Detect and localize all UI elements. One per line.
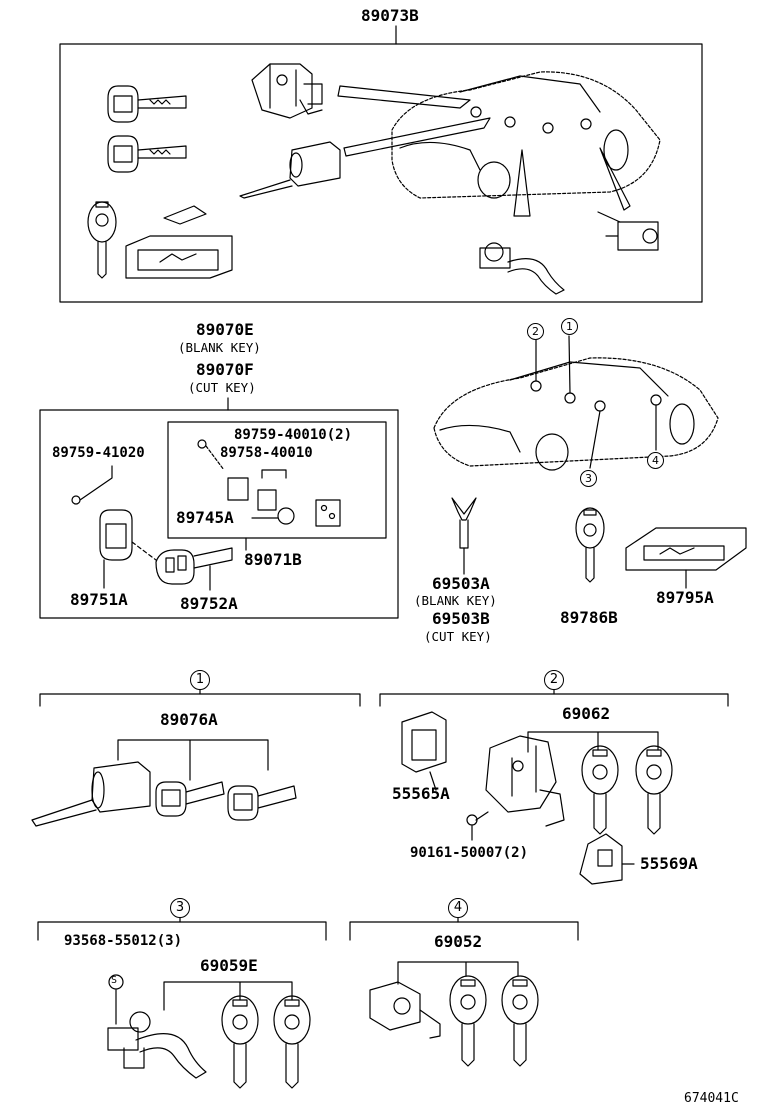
label-55569a: 55569A (640, 854, 698, 873)
section-2-marker: 2 (544, 670, 564, 690)
remote-key-69059e-2 (273, 995, 311, 1089)
leader-69059e (163, 981, 293, 1011)
remote-key-69052-1 (449, 975, 487, 1067)
label-69503b-note: (CUT KEY) (424, 629, 492, 644)
leader-69062 (527, 731, 659, 753)
callout-2-car: 2 (527, 323, 544, 340)
remote-key-69052-2 (501, 975, 539, 1067)
remote-key-69062-1 (581, 745, 619, 835)
ignition-cylinder-89076a (31, 761, 151, 827)
door-cylinder-top (479, 242, 565, 295)
label-89070e: 89070E (196, 320, 254, 339)
label-89758-40010: 89758-40010 (220, 445, 313, 461)
remote-key-top (87, 201, 117, 279)
master-key-89076a-1 (155, 781, 225, 817)
label-89759-40010: 89759-40010(2) (234, 427, 353, 443)
section-3-marker: 3 (170, 898, 190, 918)
diagram-code: 674041C (684, 1091, 739, 1106)
label-93568: 93568-55012(3) (64, 933, 183, 949)
screw-s-glyph: S (111, 975, 118, 986)
screw-89759-41020 (71, 465, 113, 505)
label-89759-41020: 89759-41020 (52, 445, 145, 461)
ignition-switch-69062 (485, 735, 565, 827)
label-69062: 69062 (562, 704, 611, 723)
cover-55565a (401, 711, 447, 791)
screw-90161 (466, 811, 489, 841)
leader-89076a (117, 739, 269, 781)
callout-3-car: 3 (580, 470, 597, 487)
blank-key-69503 (451, 497, 477, 575)
master-key-2 (107, 135, 187, 173)
label-89070e-note: (BLANK KEY) (178, 340, 261, 355)
box-89071b (167, 421, 387, 539)
label-89752a: 89752A (180, 594, 238, 613)
key-card-89795a (625, 527, 747, 589)
trunk-cylinder-69052 (369, 981, 441, 1039)
pointer-arrows-top (337, 85, 631, 217)
bracket-section-4 (349, 921, 579, 941)
box-89073b (59, 43, 703, 303)
screw-93568 (108, 974, 124, 1025)
label-69503b: 69503B (432, 609, 490, 628)
label-69503a: 69503A (432, 574, 490, 593)
cover-55569a (579, 833, 635, 885)
label-89795a: 89795A (656, 588, 714, 607)
section-1-marker: 1 (190, 670, 210, 690)
remote-key-69059e-1 (221, 995, 259, 1089)
callout-4-car: 4 (647, 452, 664, 469)
label-89070f: 89070F (196, 360, 254, 379)
key-case-89751a (99, 509, 133, 589)
label-69503a-note: (BLANK KEY) (414, 593, 497, 608)
label-89070f-note: (CUT KEY) (188, 380, 256, 395)
master-key-1 (107, 85, 187, 123)
label-69052: 69052 (434, 932, 483, 951)
door-cylinder-69059e (107, 1011, 207, 1079)
label-89786b: 89786B (560, 608, 618, 627)
bracket-section-1 (39, 693, 361, 707)
remote-key-69062-2 (635, 745, 673, 835)
bracket-section-2 (379, 693, 729, 707)
key-89752a (131, 541, 233, 591)
bracket-section-3 (37, 921, 327, 941)
ignition-switch-top (251, 63, 323, 119)
key-card-top (125, 205, 233, 279)
label-90161: 90161-50007(2) (410, 845, 529, 861)
label-89076a: 89076A (160, 710, 218, 729)
label-89073b: 89073B (361, 6, 419, 25)
car-top (391, 71, 661, 199)
parts-89071b (197, 439, 341, 527)
label-89071b: 89071B (244, 550, 302, 569)
trunk-cylinder-top (597, 211, 659, 251)
ignition-cylinder-top (239, 141, 341, 199)
label-69059e: 69059E (200, 956, 258, 975)
callout-1-car: 1 (561, 318, 578, 335)
master-key-89076a-2 (227, 785, 297, 821)
label-89745a: 89745A (176, 508, 234, 527)
leader-69052 (397, 961, 519, 985)
remote-key-89786b (575, 507, 605, 583)
car-middle (433, 335, 719, 471)
label-89751a: 89751A (70, 590, 128, 609)
section-4-marker: 4 (448, 898, 468, 918)
label-55565a: 55565A (392, 784, 450, 803)
box-key-kit (39, 409, 399, 619)
